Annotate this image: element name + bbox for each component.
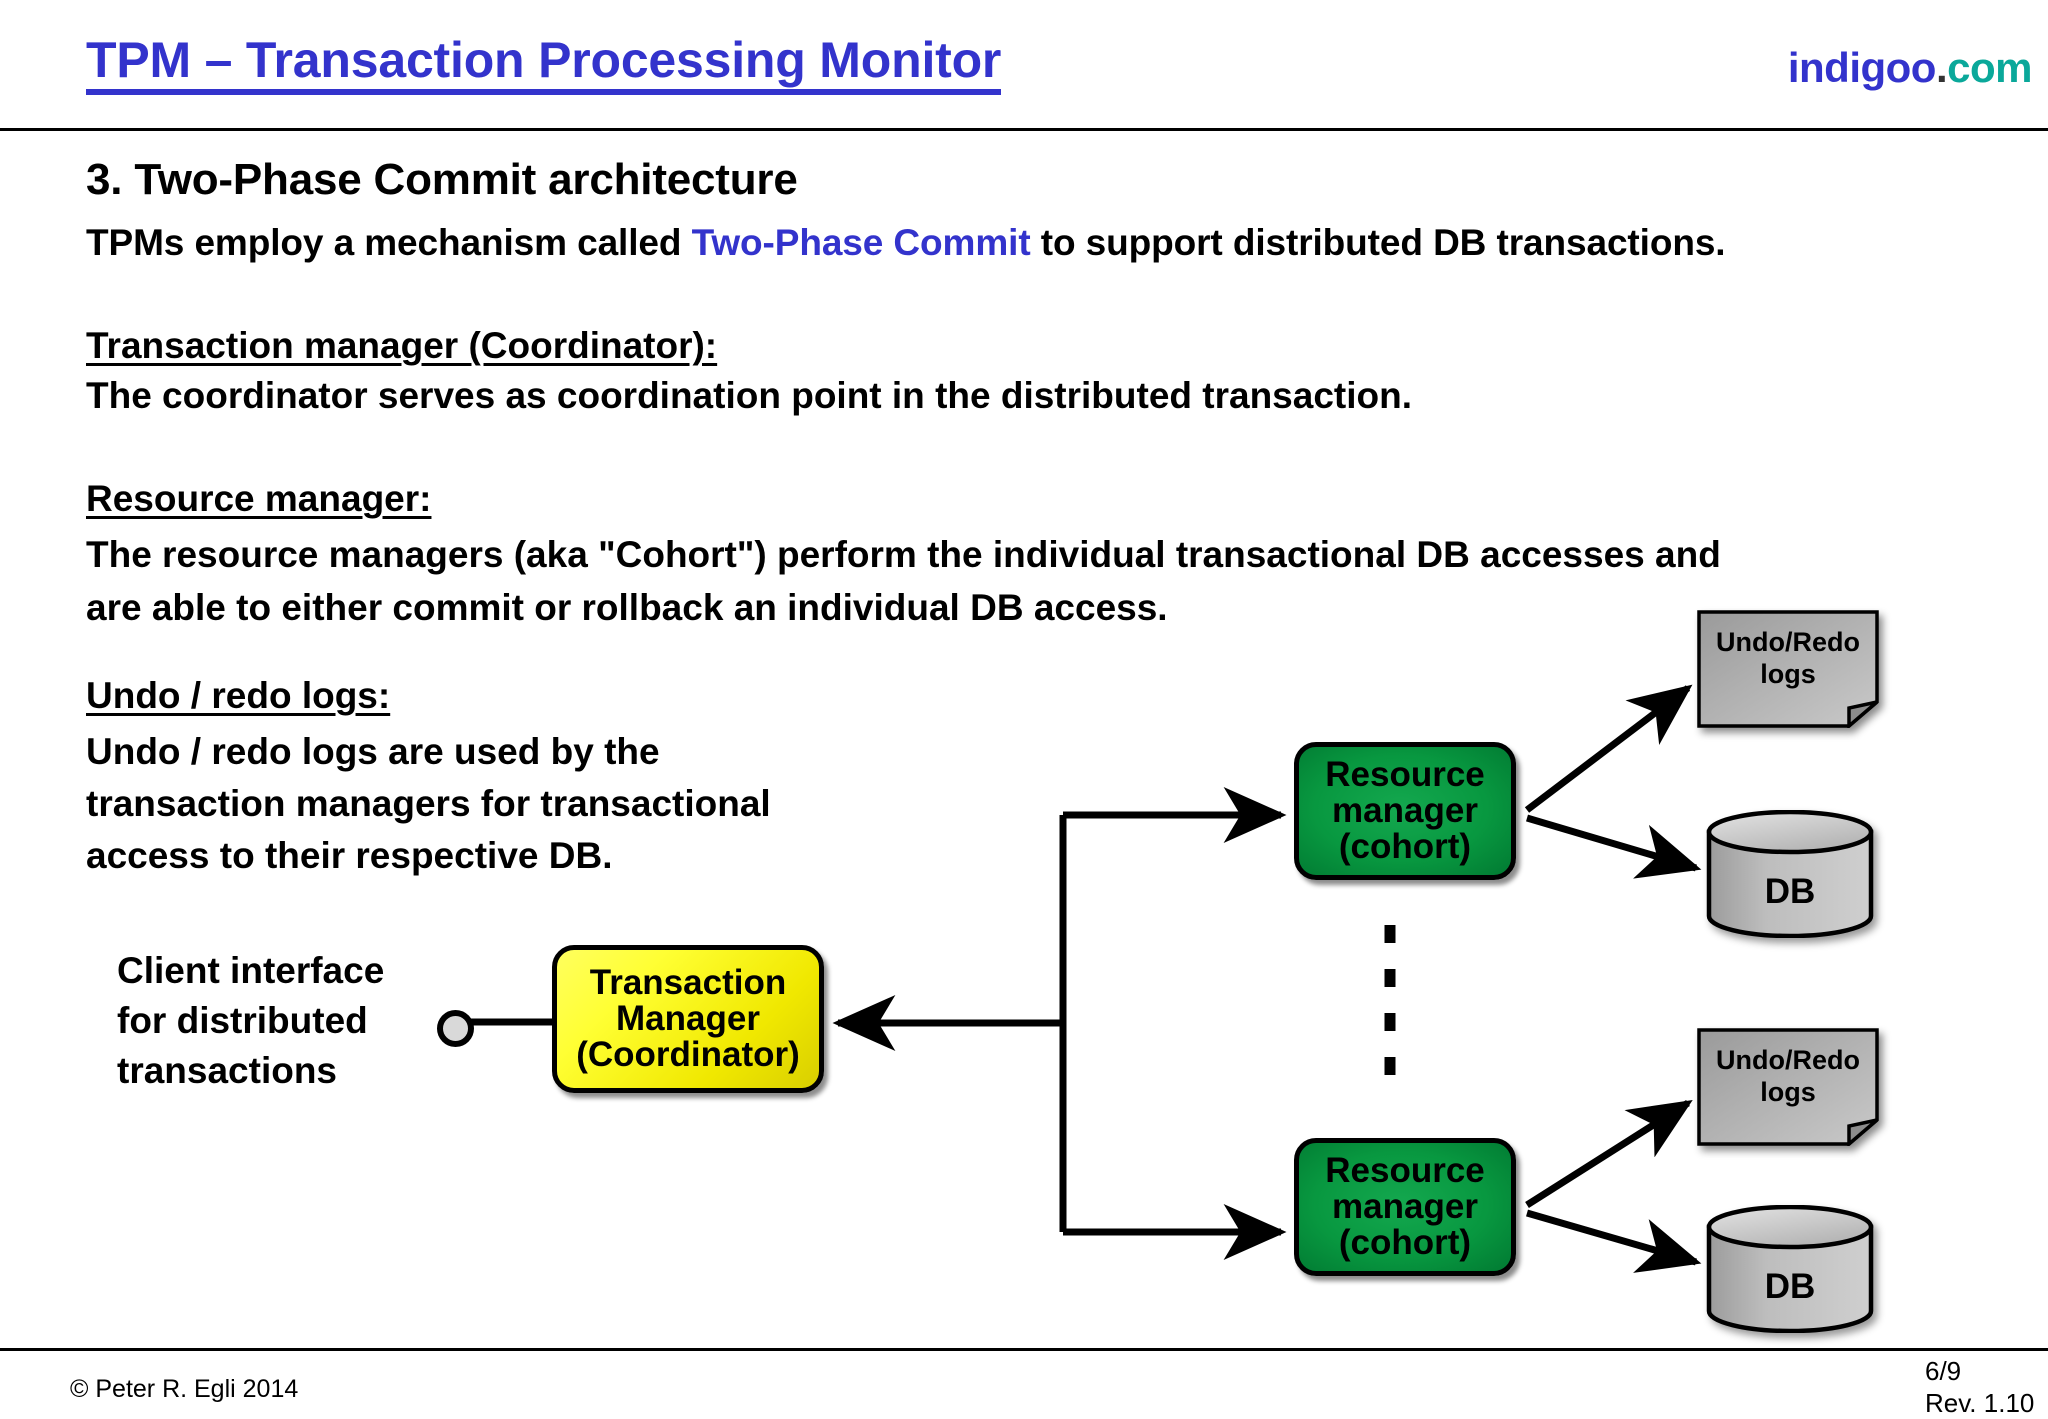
resource-manager-heading: Resource manager: bbox=[86, 478, 432, 519]
client-interface-label-line-1: Client interface bbox=[117, 950, 385, 991]
page-number: 6/9 bbox=[1925, 1356, 1962, 1386]
logo-dot: . bbox=[1935, 44, 1948, 91]
connector-rm2-to-logs2-arrow bbox=[1525, 1100, 1693, 1208]
resource-manager-body: The resource managers (aka "Cohort") per… bbox=[86, 528, 1721, 634]
resource-manager-node-1-line-2: manager bbox=[1332, 790, 1478, 830]
resource-manager-node-1[interactable]: Resource manager (cohort) bbox=[1294, 742, 1516, 880]
page-title: TPM – Transaction Processing Monitor bbox=[86, 35, 1001, 95]
database-cylinder-icon bbox=[1706, 1204, 1874, 1334]
undo-redo-logs-node-1[interactable]: Undo/Redo logs bbox=[1697, 610, 1879, 730]
resource-manager-body-line-2: are able to either commit or rollback an… bbox=[86, 587, 1168, 628]
undo-redo-logs-node-2-label: Undo/Redo logs bbox=[1697, 1044, 1879, 1108]
resource-manager-node-2[interactable]: Resource manager (cohort) bbox=[1294, 1138, 1516, 1276]
client-interface-label-line-3: transactions bbox=[117, 1050, 338, 1091]
database-node-1-label: DB bbox=[1764, 872, 1816, 911]
undo-redo-heading: Undo / redo logs: bbox=[86, 675, 391, 716]
intro-text-after: to support distributed DB transactions. bbox=[1030, 222, 1726, 263]
undo-redo-logs-node-2[interactable]: Undo/Redo logs bbox=[1697, 1028, 1879, 1148]
transaction-manager-heading: Transaction manager (Coordinator): bbox=[86, 325, 718, 366]
slide-header: TPM – Transaction Processing Monitor ind… bbox=[0, 0, 2048, 132]
client-interface-label-line-2: for distributed bbox=[117, 1000, 368, 1041]
undo-redo-logs-node-1-line-1: Undo/Redo bbox=[1716, 627, 1860, 657]
resource-manager-node-1-line-1: Resource bbox=[1325, 754, 1485, 794]
undo-redo-body-line-3: access to their respective DB. bbox=[86, 835, 613, 876]
resource-manager-node-2-line-2: manager bbox=[1332, 1186, 1478, 1226]
section-heading: 3. Two-Phase Commit architecture bbox=[86, 155, 798, 204]
transaction-manager-node-line-3: (Coordinator) bbox=[576, 1035, 800, 1075]
undo-redo-logs-node-1-label: Undo/Redo logs bbox=[1697, 626, 1879, 690]
transaction-manager-node-line-1: Transaction bbox=[589, 962, 787, 1002]
intro-text-before: TPMs employ a mechanism called bbox=[86, 222, 692, 263]
revision-label: Rev. 1.10 bbox=[1925, 1388, 2035, 1418]
connector-rm1-to-logs1-arrow bbox=[1524, 684, 1693, 813]
intro-paragraph: TPMs employ a mechanism called Two-Phase… bbox=[86, 222, 1726, 264]
undo-redo-body: Undo / redo logs are used by the transac… bbox=[86, 726, 771, 882]
connector-rm2-to-db2-arrow bbox=[1526, 1209, 1702, 1273]
transaction-manager-node-line-2: Manager bbox=[616, 998, 760, 1038]
connector-rm1-to-db1-arrow bbox=[1526, 814, 1702, 879]
client-connector-dot[interactable] bbox=[437, 1010, 474, 1047]
client-interface-label: Client interface for distributed transac… bbox=[117, 946, 384, 1096]
transaction-manager-node[interactable]: Transaction Manager (Coordinator) bbox=[552, 945, 824, 1093]
footer-divider bbox=[0, 1348, 2048, 1351]
logo-tld: com bbox=[1947, 44, 2032, 91]
logo-name: indigoo bbox=[1787, 44, 1937, 91]
intro-highlight: Two-Phase Commit bbox=[691, 222, 1031, 263]
undo-redo-body-line-1: Undo / redo logs are used by the bbox=[86, 731, 660, 772]
resource-manager-node-2-line-3: (cohort) bbox=[1338, 1223, 1472, 1263]
header-divider bbox=[0, 128, 2048, 131]
undo-redo-logs-node-1-line-2: logs bbox=[1760, 659, 1816, 689]
copyright-text: © Peter R. Egli 2014 bbox=[70, 1375, 299, 1403]
database-node-1[interactable]: DB bbox=[1705, 809, 1875, 939]
database-cylinder-icon bbox=[1706, 809, 1874, 939]
transaction-manager-body: The coordinator serves as coordination p… bbox=[86, 375, 1413, 416]
resource-manager-node-2-line-1: Resource bbox=[1325, 1150, 1485, 1190]
undo-redo-logs-node-2-line-2: logs bbox=[1760, 1077, 1816, 1107]
undo-redo-logs-node-2-line-1: Undo/Redo bbox=[1716, 1045, 1860, 1075]
note-shape-icon bbox=[1697, 1028, 1879, 1148]
resource-manager-node-1-line-3: (cohort) bbox=[1338, 827, 1472, 867]
brand-logo: indigoo.com bbox=[1787, 44, 2033, 92]
database-node-2[interactable]: DB bbox=[1705, 1204, 1875, 1334]
undo-redo-body-line-2: transaction managers for transactional bbox=[86, 783, 771, 824]
note-shape-icon bbox=[1697, 610, 1879, 730]
resource-manager-body-line-1: The resource managers (aka "Cohort") per… bbox=[86, 534, 1721, 575]
database-node-2-label: DB bbox=[1764, 1267, 1816, 1306]
